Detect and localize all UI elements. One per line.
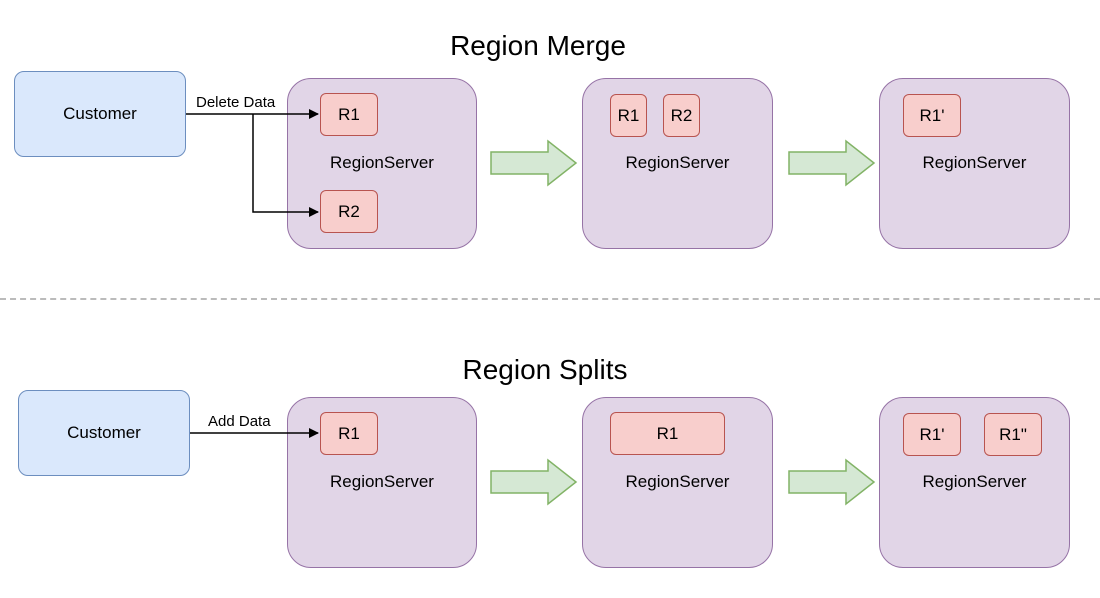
merge-server-2-region-r2: R2 xyxy=(663,94,700,137)
split-customer-label: Customer xyxy=(67,423,141,442)
split-server-3-region-r1-double-prime: R1" xyxy=(984,413,1042,456)
split-transition-arrow-2 xyxy=(788,458,876,506)
merge-server-3: RegionServer R1' xyxy=(879,78,1070,249)
merge-transition-arrow-2 xyxy=(788,139,876,187)
merge-edge-to-r2-arrow xyxy=(252,114,319,217)
split-transition-arrow-1 xyxy=(490,458,578,506)
split-server-2-region-r1: R1 xyxy=(610,412,725,455)
split-server-3: RegionServer R1' R1" xyxy=(879,397,1070,568)
split-server-2-label: RegionServer xyxy=(625,472,730,491)
merge-customer-box: Customer xyxy=(14,71,186,157)
merge-server-3-label: RegionServer xyxy=(922,153,1027,172)
merge-title: Region Merge xyxy=(450,30,626,61)
merge-server-2-label: RegionServer xyxy=(625,153,730,172)
split-server-2: RegionServer R1 xyxy=(582,397,773,568)
merge-server-1-region-r2: R2 xyxy=(320,190,378,233)
merge-server-2-region-r1: R1 xyxy=(610,94,647,137)
merge-server-1: RegionServer R1 R2 xyxy=(287,78,477,249)
section-divider xyxy=(0,298,1100,300)
split-edge-label: Add Data xyxy=(206,413,273,431)
merge-transition-arrow-1 xyxy=(490,139,578,187)
merge-server-1-label: RegionServer xyxy=(330,153,434,172)
split-server-1-label: RegionServer xyxy=(330,472,434,491)
split-title: Region Splits xyxy=(462,354,628,385)
merge-server-3-region-r1-prime: R1' xyxy=(903,94,961,137)
split-server-1: RegionServer R1 xyxy=(287,397,477,568)
merge-edge-label: Delete Data xyxy=(194,94,278,112)
split-server-1-region-r1: R1 xyxy=(320,412,378,455)
merge-server-1-region-r1: R1 xyxy=(320,93,378,136)
merge-customer-label: Customer xyxy=(63,104,137,123)
split-server-3-region-r1-prime: R1' xyxy=(903,413,961,456)
split-customer-box: Customer xyxy=(18,390,190,476)
merge-server-2: RegionServer R1 R2 xyxy=(582,78,773,249)
split-server-3-label: RegionServer xyxy=(922,472,1027,491)
